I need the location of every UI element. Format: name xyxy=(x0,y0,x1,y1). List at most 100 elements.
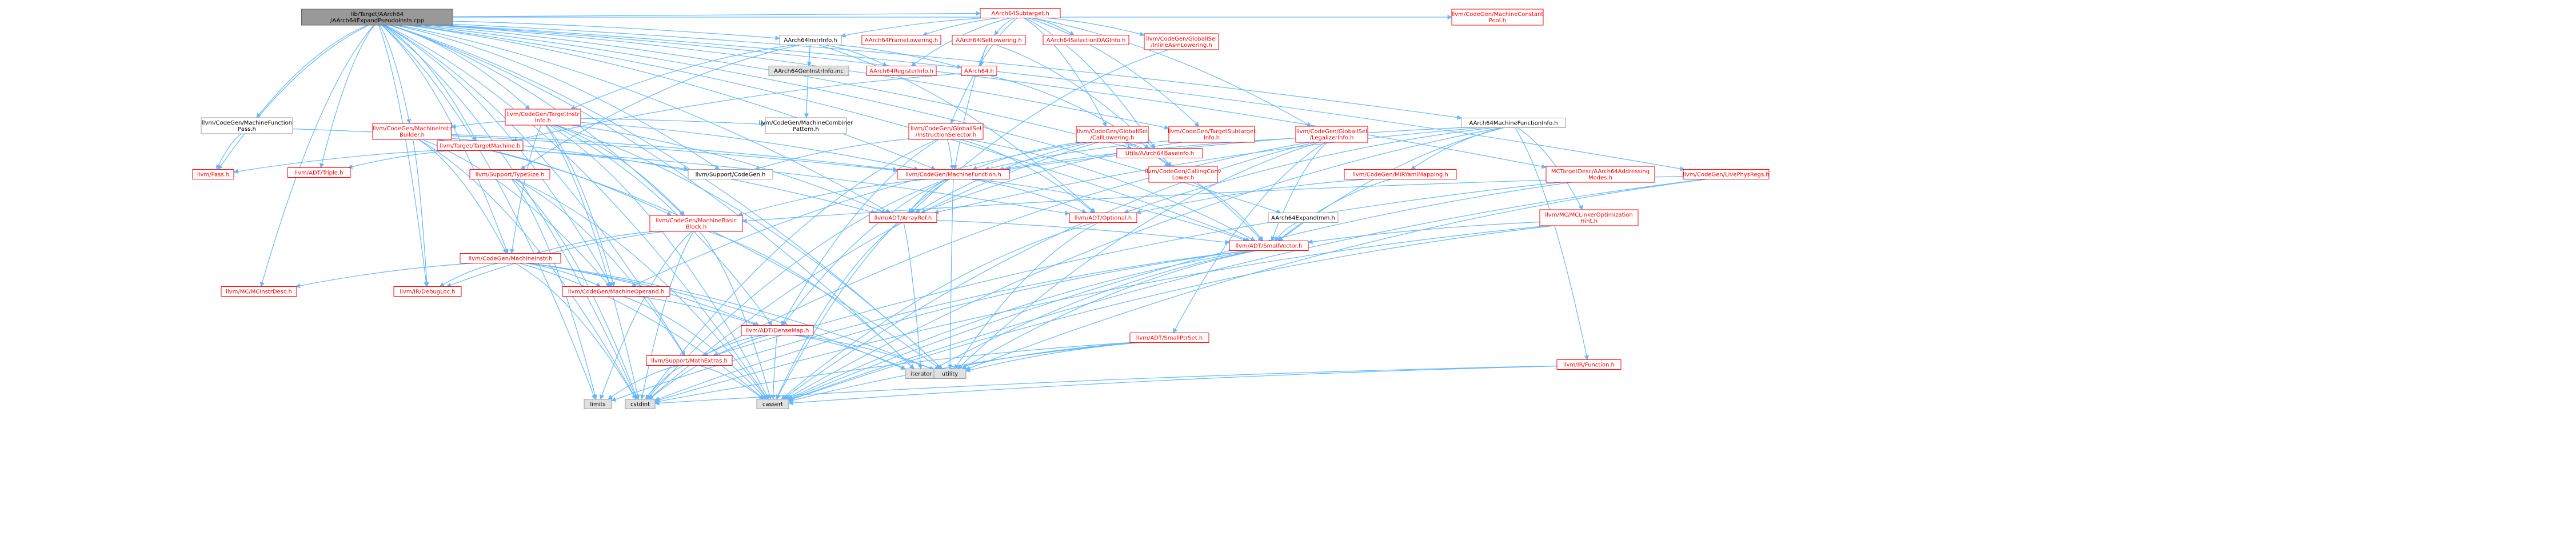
node-label: llvm/CodeGen/MachineInstr xyxy=(373,126,452,132)
node-inlineasm[interactable]: llvm/CodeGen/GlobalISel/InlineAsmLowerin… xyxy=(1144,33,1219,50)
node-box-aarch64 xyxy=(961,66,997,76)
node-label: llvm/ADT/ArrayRef.h xyxy=(874,215,932,222)
node-machineinstr[interactable]: llvm/CodeGen/MachineInstr.h xyxy=(460,253,561,263)
node-typesize[interactable]: llvm/Support/TypeSize.h xyxy=(469,169,550,179)
node-instrselector[interactable]: llvm/CodeGen/GlobalISel/InstructionSelec… xyxy=(908,123,984,140)
node-label: llvm/IR/DebugLoc.h xyxy=(400,289,455,295)
edge-machineinstr-to-operand xyxy=(526,262,601,287)
node-pass[interactable]: llvm/Pass.h xyxy=(192,169,234,179)
node-label: AArch64RegisterInfo.h xyxy=(869,69,933,75)
edge-root-to-arrayref xyxy=(398,25,891,214)
edge-legalizer-to-smallvector xyxy=(1271,142,1328,242)
node-triple[interactable]: llvm/ADT/Triple.h xyxy=(287,167,351,178)
edge-mbb-to-machineinstr xyxy=(536,231,654,255)
edge-mbb-to-cassert xyxy=(699,231,772,400)
edge-root-to-mfpass xyxy=(256,25,368,118)
edge-addrmodes-to-cassert xyxy=(788,182,1572,401)
node-livephys[interactable]: llvm/CodeGen/LivePhysRegs.h xyxy=(1683,169,1770,179)
node-iterator[interactable]: iterator xyxy=(905,369,938,379)
node-smallptrset[interactable]: llvm/ADT/SmallPtrSet.h xyxy=(1129,333,1209,343)
node-arrayref[interactable]: llvm/ADT/ArrayRef.h xyxy=(869,213,937,223)
node-limits[interactable]: limits xyxy=(584,399,612,409)
node-label: /AArch64ExpandPseudoInsts.cpp xyxy=(330,18,424,24)
node-reginfo[interactable]: AArch64RegisterInfo.h xyxy=(866,66,937,76)
node-isellowering[interactable]: AArch64ISelLowering.h xyxy=(952,35,1026,45)
edge-smallptrset-to-iterator xyxy=(937,342,1136,373)
edge-mfi-to-cassert xyxy=(785,127,1501,400)
node-box-densemap xyxy=(741,325,814,335)
node-machinefunction[interactable]: llvm/CodeGen/MachineFunction.h xyxy=(897,169,1010,179)
node-box-constpool xyxy=(1451,9,1544,26)
node-seldaginfo[interactable]: AArch64SelectionDAGInfo.h xyxy=(1043,35,1129,45)
node-gendesc[interactable]: AArch64GenInstrInfo.inc xyxy=(768,66,849,76)
node-cstdint[interactable]: cstdint xyxy=(625,399,656,409)
node-calllowering[interactable]: llvm/CodeGen/GlobalISel/CallLowering.h xyxy=(1076,126,1149,143)
node-label: llvm/Pass.h xyxy=(197,172,229,178)
node-label: AArch64GenInstrInfo.inc xyxy=(774,69,844,75)
edge-machineinstr-to-cassert xyxy=(519,262,765,400)
node-mfi[interactable]: AArch64MachineFunctionInfo.h xyxy=(1461,118,1566,128)
node-box-baseinfo xyxy=(1116,148,1203,158)
node-box-triple xyxy=(287,167,351,178)
node-targetmachine[interactable]: llvm/Target/TargetMachine.h xyxy=(437,141,524,151)
node-framelowering[interactable]: AArch64FrameLowering.h xyxy=(861,35,941,45)
node-expandimm[interactable]: AArch64ExpandImm.h xyxy=(1268,213,1339,223)
node-label: llvm/ADT/SmallPtrSet.h xyxy=(1136,335,1203,342)
edge-machinefunction-to-densemap xyxy=(782,178,948,326)
edge-legalizer-to-utility xyxy=(957,142,1319,370)
edge-mfi-to-machinefunction xyxy=(1005,127,1462,171)
node-label: Pass.h xyxy=(238,126,256,133)
node-mcinstrdesc[interactable]: llvm/MC/MCInstrDesc.h xyxy=(221,286,297,297)
node-operand[interactable]: llvm/CodeGen/MachineOperand.h xyxy=(562,286,670,297)
node-root[interactable]: lib/Target/AArch64/AArch64ExpandPseudoIn… xyxy=(301,9,453,26)
node-optional[interactable]: llvm/ADT/Optional.h xyxy=(1069,213,1137,223)
node-smallvector[interactable]: llvm/ADT/SmallVector.h xyxy=(1229,241,1309,251)
node-label: llvm/CodeGen/MachineCombiner xyxy=(759,120,853,126)
node-debugloc[interactable]: llvm/IR/DebugLoc.h xyxy=(393,286,462,297)
node-cassert[interactable]: cassert xyxy=(756,399,789,409)
node-box-codegen xyxy=(688,169,773,179)
node-label: Pattern.h xyxy=(793,126,819,133)
edge-machineinstr-to-mcinstrdesc xyxy=(295,262,474,289)
node-baseinfo[interactable]: Utils/AArch64BaseInfo.h xyxy=(1116,148,1203,158)
edge-legalizer-to-cassert xyxy=(782,142,1316,399)
edge-typesize-to-cassert xyxy=(515,178,768,400)
edge-typesize-to-mathextras xyxy=(514,178,685,357)
node-box-instrinfo xyxy=(779,35,842,45)
edge-smallptrset-to-cassert xyxy=(788,342,1141,403)
node-subtarget[interactable]: AArch64Subtarget.h xyxy=(980,8,1061,18)
node-codegen[interactable]: llvm/Support/CodeGen.h xyxy=(688,169,773,179)
node-aarch64[interactable]: AArch64.h xyxy=(961,66,997,76)
edge-expandimm-to-smallvector xyxy=(1274,222,1297,242)
edge-root-to-instrinfo xyxy=(453,21,780,41)
node-label: llvm/CodeGen/MachineBasic xyxy=(656,218,737,224)
node-label: /CallLowering.h xyxy=(1091,135,1135,141)
node-mirymlmapping[interactable]: llvm/CodeGen/MIRYamlMapping.h xyxy=(1344,169,1457,179)
node-function[interactable]: llvm/IR/Function.h xyxy=(1556,359,1622,370)
edge-smallvector-to-cstdint xyxy=(654,250,1250,401)
node-utility[interactable]: utility xyxy=(933,369,967,379)
edge-root-to-pass xyxy=(218,25,369,170)
node-box-reginfo xyxy=(866,66,937,76)
node-densemap[interactable]: llvm/ADT/DenseMap.h xyxy=(741,325,814,335)
node-mathextras[interactable]: llvm/Support/MathExtras.h xyxy=(646,355,733,366)
edge-calllowering-to-cstdint xyxy=(648,142,1099,400)
edge-machinefunction-to-optional xyxy=(970,178,1087,214)
node-instrinfo[interactable]: AArch64InstrInfo.h xyxy=(779,35,842,45)
node-box-targetinstr xyxy=(505,109,581,126)
node-legalizer[interactable]: llvm/CodeGen/GlobalISel/LegalizerInfo.h xyxy=(1295,126,1368,143)
node-label: llvm/CodeGen/MIRYamlMapping.h xyxy=(1352,172,1448,178)
edge-instrselector-to-codegen xyxy=(754,138,909,171)
node-label: llvm/ADT/Triple.h xyxy=(295,170,344,177)
edge-machineinstr-to-cstdint xyxy=(514,262,636,400)
